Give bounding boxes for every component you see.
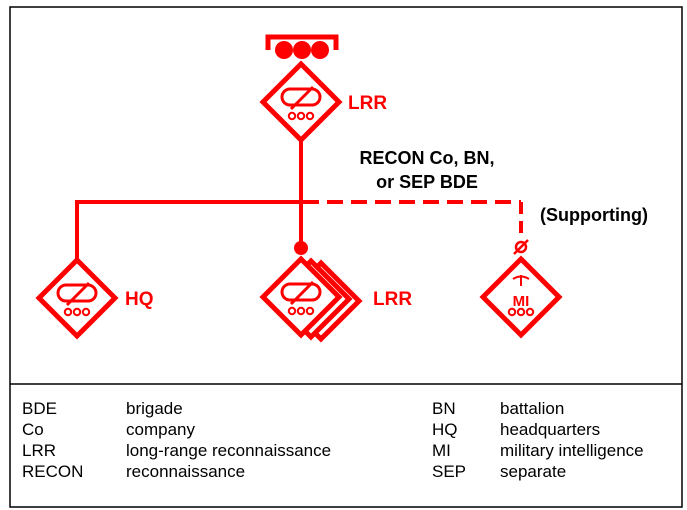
legend-meaning: military intelligence <box>500 441 644 460</box>
legend-meaning: battalion <box>500 399 565 418</box>
legend-abbr: Co <box>22 420 44 439</box>
legend-row: HQ headquarters <box>432 419 644 440</box>
hq-unit-label: HQ <box>125 289 154 310</box>
legend-row: SEP separate <box>432 461 644 482</box>
hq-unit-icon <box>35 256 119 340</box>
legend-abbr: MI <box>432 441 451 460</box>
legend-row: Co company <box>22 419 331 440</box>
legend-right-column: BN battalion HQ headquarters MI military in… <box>432 398 644 482</box>
legend-meaning: separate <box>500 462 567 481</box>
supporting-label: (Supporting) <box>540 205 648 225</box>
legend-meaning: long-range reconnaissance <box>126 441 332 460</box>
top-lrr-unit-icon <box>259 60 343 144</box>
legend-meaning: company <box>126 420 195 439</box>
legend-abbr: RECON <box>22 462 84 481</box>
parent-unit-label-line2: or SEP BDE <box>376 172 478 192</box>
legend-meaning: brigade <box>126 399 183 418</box>
echelon-marker-icon <box>265 34 339 59</box>
legend-abbr: SEP <box>432 462 467 481</box>
command-lines <box>75 140 308 260</box>
legend-abbr: LRR <box>22 441 57 460</box>
supporting-line-dashed <box>303 200 523 240</box>
parent-unit-label-line1: RECON Co, BN, <box>360 148 495 168</box>
legend-abbr: HQ <box>432 420 458 439</box>
mi-unit-text: MI <box>513 293 530 310</box>
legend-row: RECON reconnaissance <box>22 461 331 482</box>
lrr-teams-label: LRR <box>373 289 412 310</box>
legend-row: BN battalion <box>432 398 644 419</box>
legend-meaning: headquarters <box>500 420 601 439</box>
legend-abbr: BDE <box>22 399 57 418</box>
lrr-teams-stack-icon <box>259 255 363 343</box>
legend-left-column: BDE brigade Co company LRR long-range recon… <box>22 398 331 482</box>
legend-abbr: BN <box>432 399 456 418</box>
legend-row: MI military intelligence <box>432 440 644 461</box>
legend-row: LRR long-range reconnaissance <box>22 440 331 461</box>
figure-border <box>9 6 683 508</box>
abbreviation-legend: BDE brigade Co company LRR long-range recon… <box>22 398 682 508</box>
mi-attached-marker-icon <box>513 239 529 255</box>
legend-meaning: reconnaissance <box>126 462 246 481</box>
mi-unit-icon <box>479 255 563 339</box>
legend-row: BDE brigade <box>22 398 331 419</box>
top-unit-label: LRR <box>348 93 387 114</box>
